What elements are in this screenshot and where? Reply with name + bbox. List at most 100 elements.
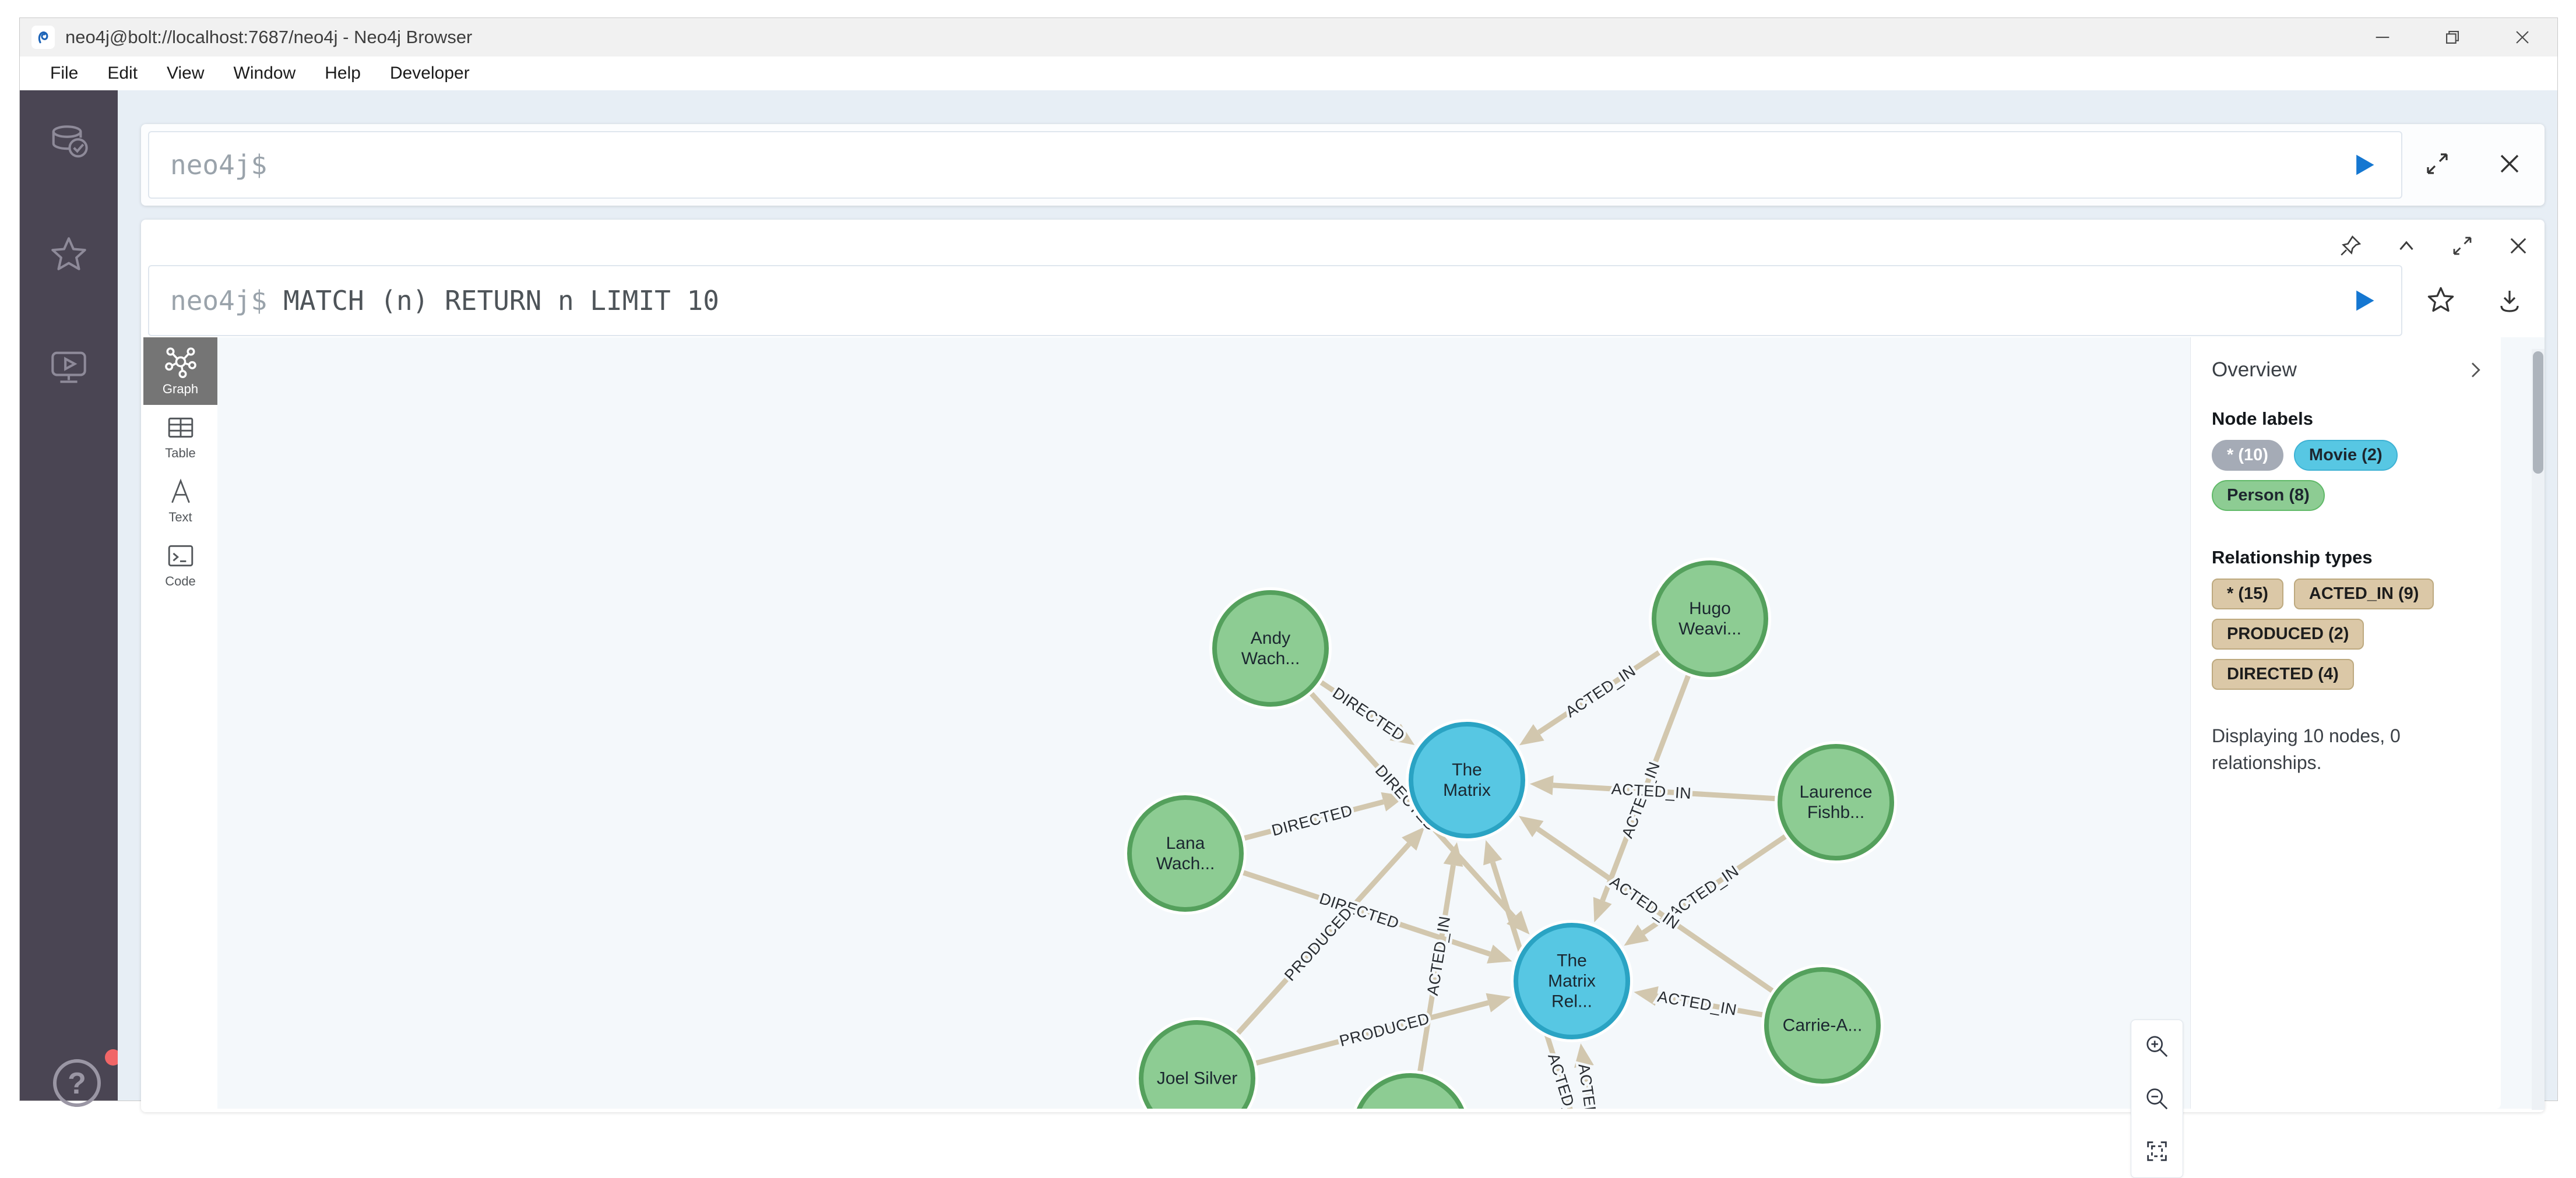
edge-label-text: PRODUCED [1281,904,1356,985]
window-title: neo4j@bolt://localhost:7687/neo4j - Neo4… [65,27,473,47]
minimize-button[interactable] [2348,18,2417,57]
node-label-pill[interactable]: Movie (2) [2293,440,2398,471]
graph-node-laurence[interactable]: LaurenceFishb... [1775,741,1897,863]
graph-edge-acted_in[interactable] [1537,650,1661,735]
node-circle [1127,795,1244,912]
node-label-pill[interactable]: Person (8) [2212,480,2325,511]
favorite-star-icon[interactable] [2426,285,2456,315]
menu-item-file[interactable]: File [50,64,79,83]
help-question-icon[interactable]: ? [49,1055,105,1111]
scrollbar-track[interactable] [2532,349,2545,1110]
node-caption: The [1452,760,1482,780]
node-labels-heading: Node labels [2212,408,2313,429]
screenshot-stage: neo4j@bolt://localhost:7687/neo4j - Neo4… [19,17,2558,1178]
graph-edge-acted_in[interactable] [1553,782,1776,802]
database-icon[interactable] [20,108,118,178]
menu-bar: File Edit View Window Help Developer [20,57,2557,90]
query-text: MATCH (n) RETURN n LIMIT 10 [283,285,719,316]
tab-label: Text [168,510,192,524]
edge-label-text: ACTED_IN [1666,862,1742,922]
node-label-pills: * (10) Movie (2) Person (8) [2212,440,2484,520]
graph-node-hugo[interactable]: HugoWeavi... [1649,558,1771,680]
edge-arrowhead [1519,724,1544,746]
graph-edge-directed[interactable] [1319,680,1397,735]
expand-editor-icon[interactable] [2423,150,2451,178]
relationship-type-pill[interactable]: ACTED_IN (9) [2293,579,2434,609]
graph-node-carrie[interactable]: Carrie-A... [1761,964,1884,1087]
edge-arrowhead [1389,724,1415,745]
zoom-to-fit-icon[interactable] [2144,1138,2170,1165]
collapse-frame-chevron-icon[interactable] [2394,234,2419,258]
tab-code[interactable]: Code [143,533,217,597]
graph-node-andy[interactable]: AndyWach... [1209,587,1332,710]
edge-arrowhead [1624,924,1649,946]
frame-query-editor[interactable]: neo4j$ MATCH (n) RETURN n LIMIT 10 [148,265,2402,336]
graph-edge-acted_in[interactable] [1536,827,1774,993]
expand-frame-icon[interactable] [2450,234,2475,258]
relationship-type-pill[interactable]: * (15) [2212,579,2283,609]
app-icon [31,26,55,49]
tab-label: Code [165,574,196,588]
favorites-star-icon[interactable] [20,220,118,290]
edge-label-text: ACTED_IN [1563,662,1639,721]
guides-play-icon[interactable] [20,331,118,401]
close-frame-icon[interactable] [2506,234,2531,258]
node-circle [1764,967,1881,1084]
graph-canvas[interactable]: DIRECTEDDIRECTEDDIRECTEDDIRECTEDPRODUCED… [217,337,2545,1109]
edge-label-text: DIRECTED [1329,684,1408,745]
main-area: neo4j$ [118,90,2557,1178]
tab-table[interactable]: Table [143,405,217,469]
node-label-pill[interactable]: * (10) [2212,440,2283,471]
download-icon[interactable] [2496,287,2524,315]
node-caption: Laurence [1799,782,1872,802]
zoom-in-icon[interactable] [2144,1033,2170,1060]
edge-arrowhead [1381,792,1406,812]
graph-node-joel[interactable]: Joel Silver [1136,1017,1258,1109]
edge-arrowhead [1634,986,1659,1006]
graph-edge-acted_in[interactable] [1581,1066,1598,1109]
graph-edge-acted_in[interactable] [1417,865,1456,1073]
close-editor-icon[interactable] [2496,150,2524,178]
zoom-out-icon[interactable] [2144,1085,2170,1112]
menu-item-help[interactable]: Help [325,64,361,83]
menu-item-developer[interactable]: Developer [389,64,470,83]
cypher-command-input[interactable]: neo4j$ [148,131,2402,199]
graph-node-matrixrel[interactable]: TheMatrixRel... [1511,920,1633,1042]
graph-edge-produced[interactable] [1255,1000,1489,1066]
node-caption: Wach... [1156,854,1215,873]
menu-item-edit[interactable]: Edit [107,64,138,83]
pin-frame-icon[interactable] [2338,234,2363,258]
graph-edge-acted_in[interactable] [1656,993,1764,1018]
graph-edge-produced[interactable] [1236,842,1412,1035]
relationship-type-pill[interactable]: PRODUCED (2) [2212,619,2364,650]
frame-header-icons [2338,234,2531,258]
edge-arrowhead [1529,775,1554,795]
tab-label: Graph [162,382,199,396]
node-caption: Wach... [1241,649,1300,668]
zoom-controls [2131,1020,2183,1178]
edge-label-text: DIRECTED [1270,802,1354,840]
result-frame: neo4j$ MATCH (n) RETURN n LIMIT 10 [141,220,2545,1178]
rerun-query-play-icon[interactable] [2348,285,2378,316]
scrollbar-thumb[interactable] [2533,351,2543,474]
relationship-type-pill[interactable]: DIRECTED (4) [2212,659,2354,690]
node-circle [1514,923,1630,1039]
graph-edge-directed[interactable] [1243,799,1384,841]
node-caption: Rel... [1551,992,1592,1011]
left-sidebar: ? [20,90,121,1107]
graph-edge-acted_in[interactable] [1600,674,1691,902]
close-window-button[interactable] [2487,18,2557,57]
graph-edge-directed[interactable] [1242,870,1491,957]
relationship-types-heading: Relationship types [2212,547,2373,567]
run-query-play-icon[interactable] [2348,150,2378,180]
menu-item-view[interactable]: View [167,64,205,83]
maximize-button[interactable] [2417,18,2487,57]
graph-node-emil[interactable]: EmilEifrem [1349,1070,1472,1109]
tab-text[interactable]: Text [143,469,217,533]
menu-item-window[interactable]: Window [233,64,296,83]
graph-node-lana[interactable]: LanaWach... [1124,792,1247,915]
tab-graph[interactable]: Graph [143,337,217,405]
collapse-panel-chevron-icon[interactable] [2464,358,2487,382]
edge-arrowhead [1402,827,1425,851]
